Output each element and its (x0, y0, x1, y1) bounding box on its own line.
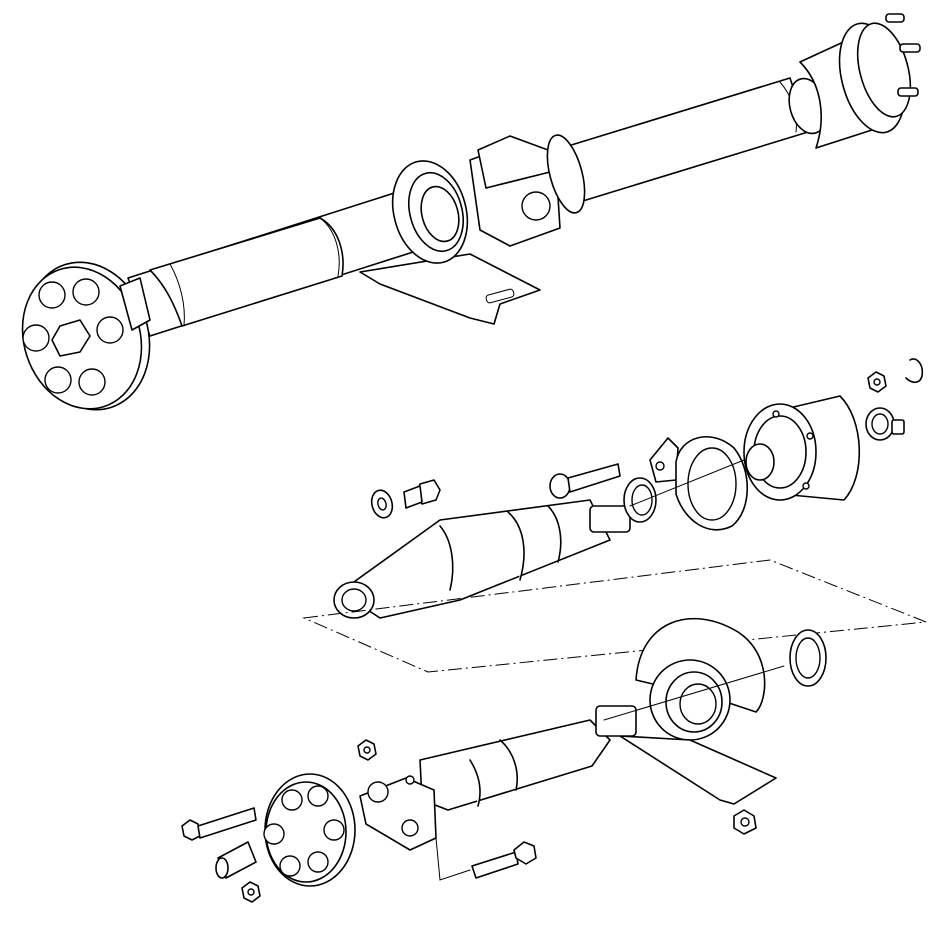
exploded-rear-section (181, 617, 827, 903)
bolt-long-bottom (471, 841, 537, 879)
flex-disc-assembled (21, 261, 151, 411)
washer (370, 489, 394, 519)
center-bearing-exploded (619, 617, 777, 805)
cv-joint-flange-exploded (743, 395, 861, 501)
component-group-outline (302, 559, 927, 673)
u-joint-shaft-exploded (333, 499, 631, 619)
axis-line-rear (603, 665, 785, 721)
hex-nut-small (867, 371, 887, 393)
hex-nut-top (357, 739, 377, 761)
leader-line-lower (435, 837, 471, 881)
bracket-plate (649, 437, 679, 483)
seal-ring-exploded (789, 629, 827, 687)
axis-line-front (629, 459, 745, 507)
hex-nut-bottom (241, 881, 261, 903)
center-bearing-assembled (359, 160, 541, 325)
spacer-sleeve (215, 841, 257, 879)
assembled-drive-shaft (21, 13, 921, 411)
socket-bolt-long (549, 463, 621, 499)
universal-joint-assembled (469, 134, 586, 247)
flange-yoke-exploded (359, 775, 437, 851)
hex-nut-right (733, 809, 757, 835)
clamp-ring (623, 477, 657, 523)
snap-ring (905, 358, 924, 384)
front-shaft-tube (554, 77, 809, 205)
retaining-plate (675, 436, 749, 531)
flex-disc-exploded (263, 773, 356, 887)
hose-clamp (865, 407, 905, 441)
rear-shaft-tube (127, 187, 433, 337)
front-flange-assembled (788, 13, 921, 149)
rear-shaft-exploded (419, 705, 637, 811)
hex-bolt-short (403, 479, 441, 509)
exploded-front-section (333, 358, 924, 619)
bolt-long-left (181, 807, 257, 841)
